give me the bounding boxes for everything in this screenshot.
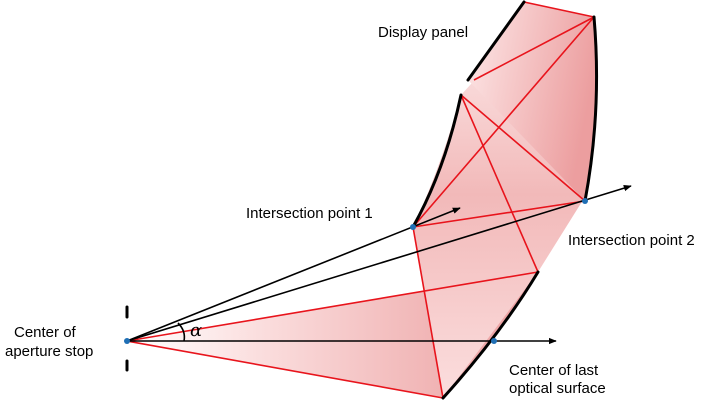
ray-fold-1 [460,94,539,273]
axis-arrows [126,185,632,345]
last-surface-center-point [491,338,497,344]
ray-top-edge [523,1,595,18]
last-surface-label-line1: Center of last [509,362,599,379]
aperture-stop-label-line1: Center of [14,324,77,341]
display-panel-surface [466,0,526,82]
fold-mirror-surface [411,93,463,229]
intersection-point-2-label: Intersection point 2 [568,232,695,249]
ray-diagonal-3 [412,16,595,228]
ray-diagonal-2 [473,16,595,81]
intersection-point-1-label: Intersection point 1 [246,205,373,222]
aperture-stop-center-point [124,338,130,344]
marked-points [124,198,588,344]
optical-surfaces [125,0,599,400]
aperture-stop-label-line2: aperture stop [5,343,93,360]
ray-lower-edge [126,340,444,399]
alpha-angle-label: α [190,320,202,341]
last-surface-label-line2: optical surface [509,380,606,397]
top-curved-surface [583,15,599,203]
chief-ray-2-arrow [126,185,632,342]
intersection-point-2-marker [582,198,588,204]
ray-diagonal-1 [460,94,586,202]
display-panel-label: Display panel [378,24,468,41]
angle-arc [177,322,186,342]
ray-fold-2 [412,226,444,399]
last-optical-surface [441,270,540,400]
intersection-point-1-marker [410,224,416,230]
chief-ray-1-arrow [126,207,461,342]
ray-upper-edge [126,271,539,342]
ray-cross [412,200,586,228]
